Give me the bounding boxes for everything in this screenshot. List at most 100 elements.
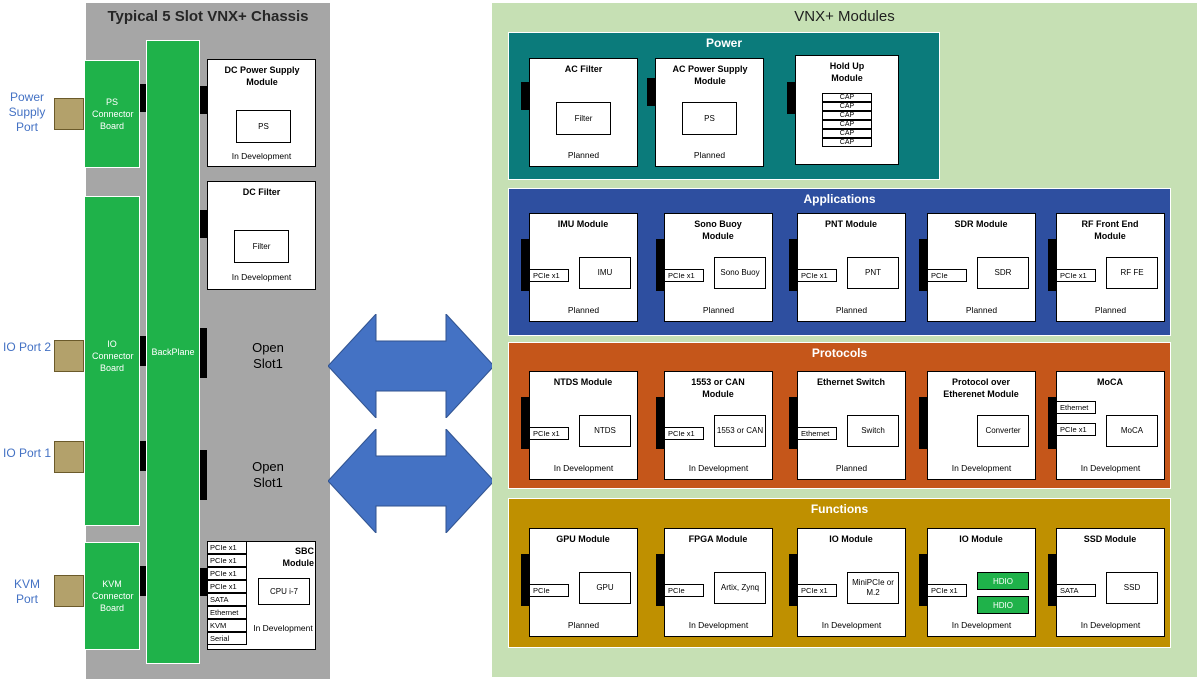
hold-up-connector xyxy=(787,82,795,114)
io-board-connector-2 xyxy=(140,441,146,471)
power-port-connector-icon xyxy=(54,98,84,130)
sbc-interface: Serial xyxy=(207,632,247,645)
applications-module-interface: PCIe x1 xyxy=(1056,269,1096,282)
functions-module-title: SSD Module xyxy=(1083,534,1137,544)
applications-module-connector xyxy=(656,239,664,291)
sbc-status: In Development xyxy=(253,623,313,633)
protocols-module-interface: Ethernet xyxy=(797,427,837,440)
protocols-module-connector xyxy=(789,397,797,449)
applications-module-title: IMU Module xyxy=(557,219,609,229)
slot-connector-3 xyxy=(200,328,207,378)
protocols-module-status: Planned xyxy=(835,463,868,473)
protocols-module-status: In Development xyxy=(553,463,614,473)
functions-module-connector xyxy=(789,554,797,606)
sbc-interface: SATA xyxy=(207,593,247,606)
open-slot-2: Open Slot1 xyxy=(252,459,284,490)
kvm-board-connector xyxy=(140,566,146,596)
io-port-1-connector-icon xyxy=(54,441,84,473)
sbc-interface: Ethernet xyxy=(207,606,247,619)
kvm-port-connector-icon xyxy=(54,575,84,607)
protocols-module-status: In Development xyxy=(688,463,749,473)
functions-module-status: In Development xyxy=(1080,620,1141,630)
capacitor: CAP xyxy=(822,129,872,138)
ps-board-connector xyxy=(140,84,146,112)
functions-module-title: FPGA Module xyxy=(688,534,748,544)
applications-module-inner: PNT xyxy=(847,257,899,289)
capacitor: CAP xyxy=(822,111,872,120)
dc-filter-title: DC Filter xyxy=(242,187,281,197)
applications-module-interface: PCIe x1 xyxy=(529,269,569,282)
sbc-interface: PCIe x1 xyxy=(207,541,247,554)
ac-filter-connector xyxy=(521,82,529,110)
sbc-cpu: CPU i-7 xyxy=(258,578,310,605)
functions-module-status: In Development xyxy=(951,620,1012,630)
protocols-module-title: MoCA xyxy=(1097,377,1123,387)
hdio-block: HDIO xyxy=(977,572,1029,590)
functions-module-title: GPU Module xyxy=(556,534,610,544)
io-connector-board-label: IO Connector Board xyxy=(92,339,134,373)
applications-module-status: Planned xyxy=(835,305,868,315)
applications-module-status: Planned xyxy=(1094,305,1127,315)
functions-module-status: Planned xyxy=(567,620,600,630)
applications-module-title: PNT Module xyxy=(825,219,877,229)
functions-module-title: IO Module xyxy=(959,534,1003,544)
functions-module-connector xyxy=(919,554,927,606)
chassis-title: Typical 5 Slot VNX+ Chassis xyxy=(107,8,309,25)
applications-module-status: Planned xyxy=(965,305,998,315)
applications-module-interface: PCIe x1 xyxy=(664,269,704,282)
slot-connector-4 xyxy=(200,450,207,500)
applications-module-title: Sono Buoy Module xyxy=(694,219,742,241)
ac-filter-inner: Filter xyxy=(556,102,611,135)
dc-power-supply-title: DC Power Supply Module xyxy=(224,65,300,87)
power-category-title: Power xyxy=(705,36,742,50)
applications-module-status: Planned xyxy=(702,305,735,315)
dc-power-supply-inner: PS xyxy=(236,110,291,143)
protocols-module-status: In Development xyxy=(1080,463,1141,473)
ps-connector-board xyxy=(84,60,140,168)
slot-connector-1 xyxy=(200,86,207,114)
slot-connector-2 xyxy=(200,210,207,238)
functions-module-inner: Artix, Zynq xyxy=(714,572,766,604)
applications-module-interface: PCIe x1 xyxy=(797,269,837,282)
power-supply-port-label: Power Supply Port xyxy=(8,90,46,134)
bidirectional-arrow-icon-bottom xyxy=(328,429,494,533)
dc-filter-inner: Filter xyxy=(234,230,289,263)
protocols-module-inner: Switch xyxy=(847,415,899,447)
protocols-module-connector xyxy=(521,397,529,449)
sbc-interface: KVM xyxy=(207,619,247,632)
ac-power-supply-status: Planned xyxy=(693,150,726,160)
protocols-module-title: NTDS Module xyxy=(553,377,613,387)
hold-up-title: Hold Up Module xyxy=(829,61,865,83)
protocols-module-inner: NTDS xyxy=(579,415,631,447)
applications-module-connector xyxy=(521,239,529,291)
applications-module-inner: SDR xyxy=(977,257,1029,289)
applications-module-title: RF Front End Module xyxy=(1081,219,1139,241)
protocols-module-inner: MoCA xyxy=(1106,415,1158,447)
functions-module-status: In Development xyxy=(688,620,749,630)
kvm-connector-board-label: KVM Connector Board xyxy=(92,579,134,613)
applications-module-inner: Sono Buoy xyxy=(714,257,766,289)
functions-module-interface: PCIe xyxy=(529,584,569,597)
io-port-2-label: IO Port 2 xyxy=(2,340,52,354)
ac-filter-title: AC Filter xyxy=(564,64,603,74)
protocols-module-connector xyxy=(1048,397,1056,449)
functions-category-title: Functions xyxy=(810,502,869,516)
protocols-module-interface: PCIe x1 xyxy=(529,427,569,440)
protocols-module-interface-2: PCIe x1 xyxy=(1056,423,1096,436)
hdio-block: HDIO xyxy=(977,596,1029,614)
applications-module-inner: IMU xyxy=(579,257,631,289)
protocols-module-inner: 1553 or CAN xyxy=(714,415,766,447)
applications-category-title: Applications xyxy=(803,192,876,206)
kvm-connector-board xyxy=(84,542,140,650)
backplane xyxy=(146,40,200,664)
functions-module-title: IO Module xyxy=(829,534,873,544)
functions-module-inner: SSD xyxy=(1106,572,1158,604)
protocols-module-title: Ethernet Switch xyxy=(816,377,885,387)
capacitor: CAP xyxy=(822,93,872,102)
backplane-label: BackPlane xyxy=(151,347,195,357)
applications-module-interface: PCIe xyxy=(927,269,967,282)
applications-module-inner: RF FE xyxy=(1106,257,1158,289)
functions-module-inner: GPU xyxy=(579,572,631,604)
